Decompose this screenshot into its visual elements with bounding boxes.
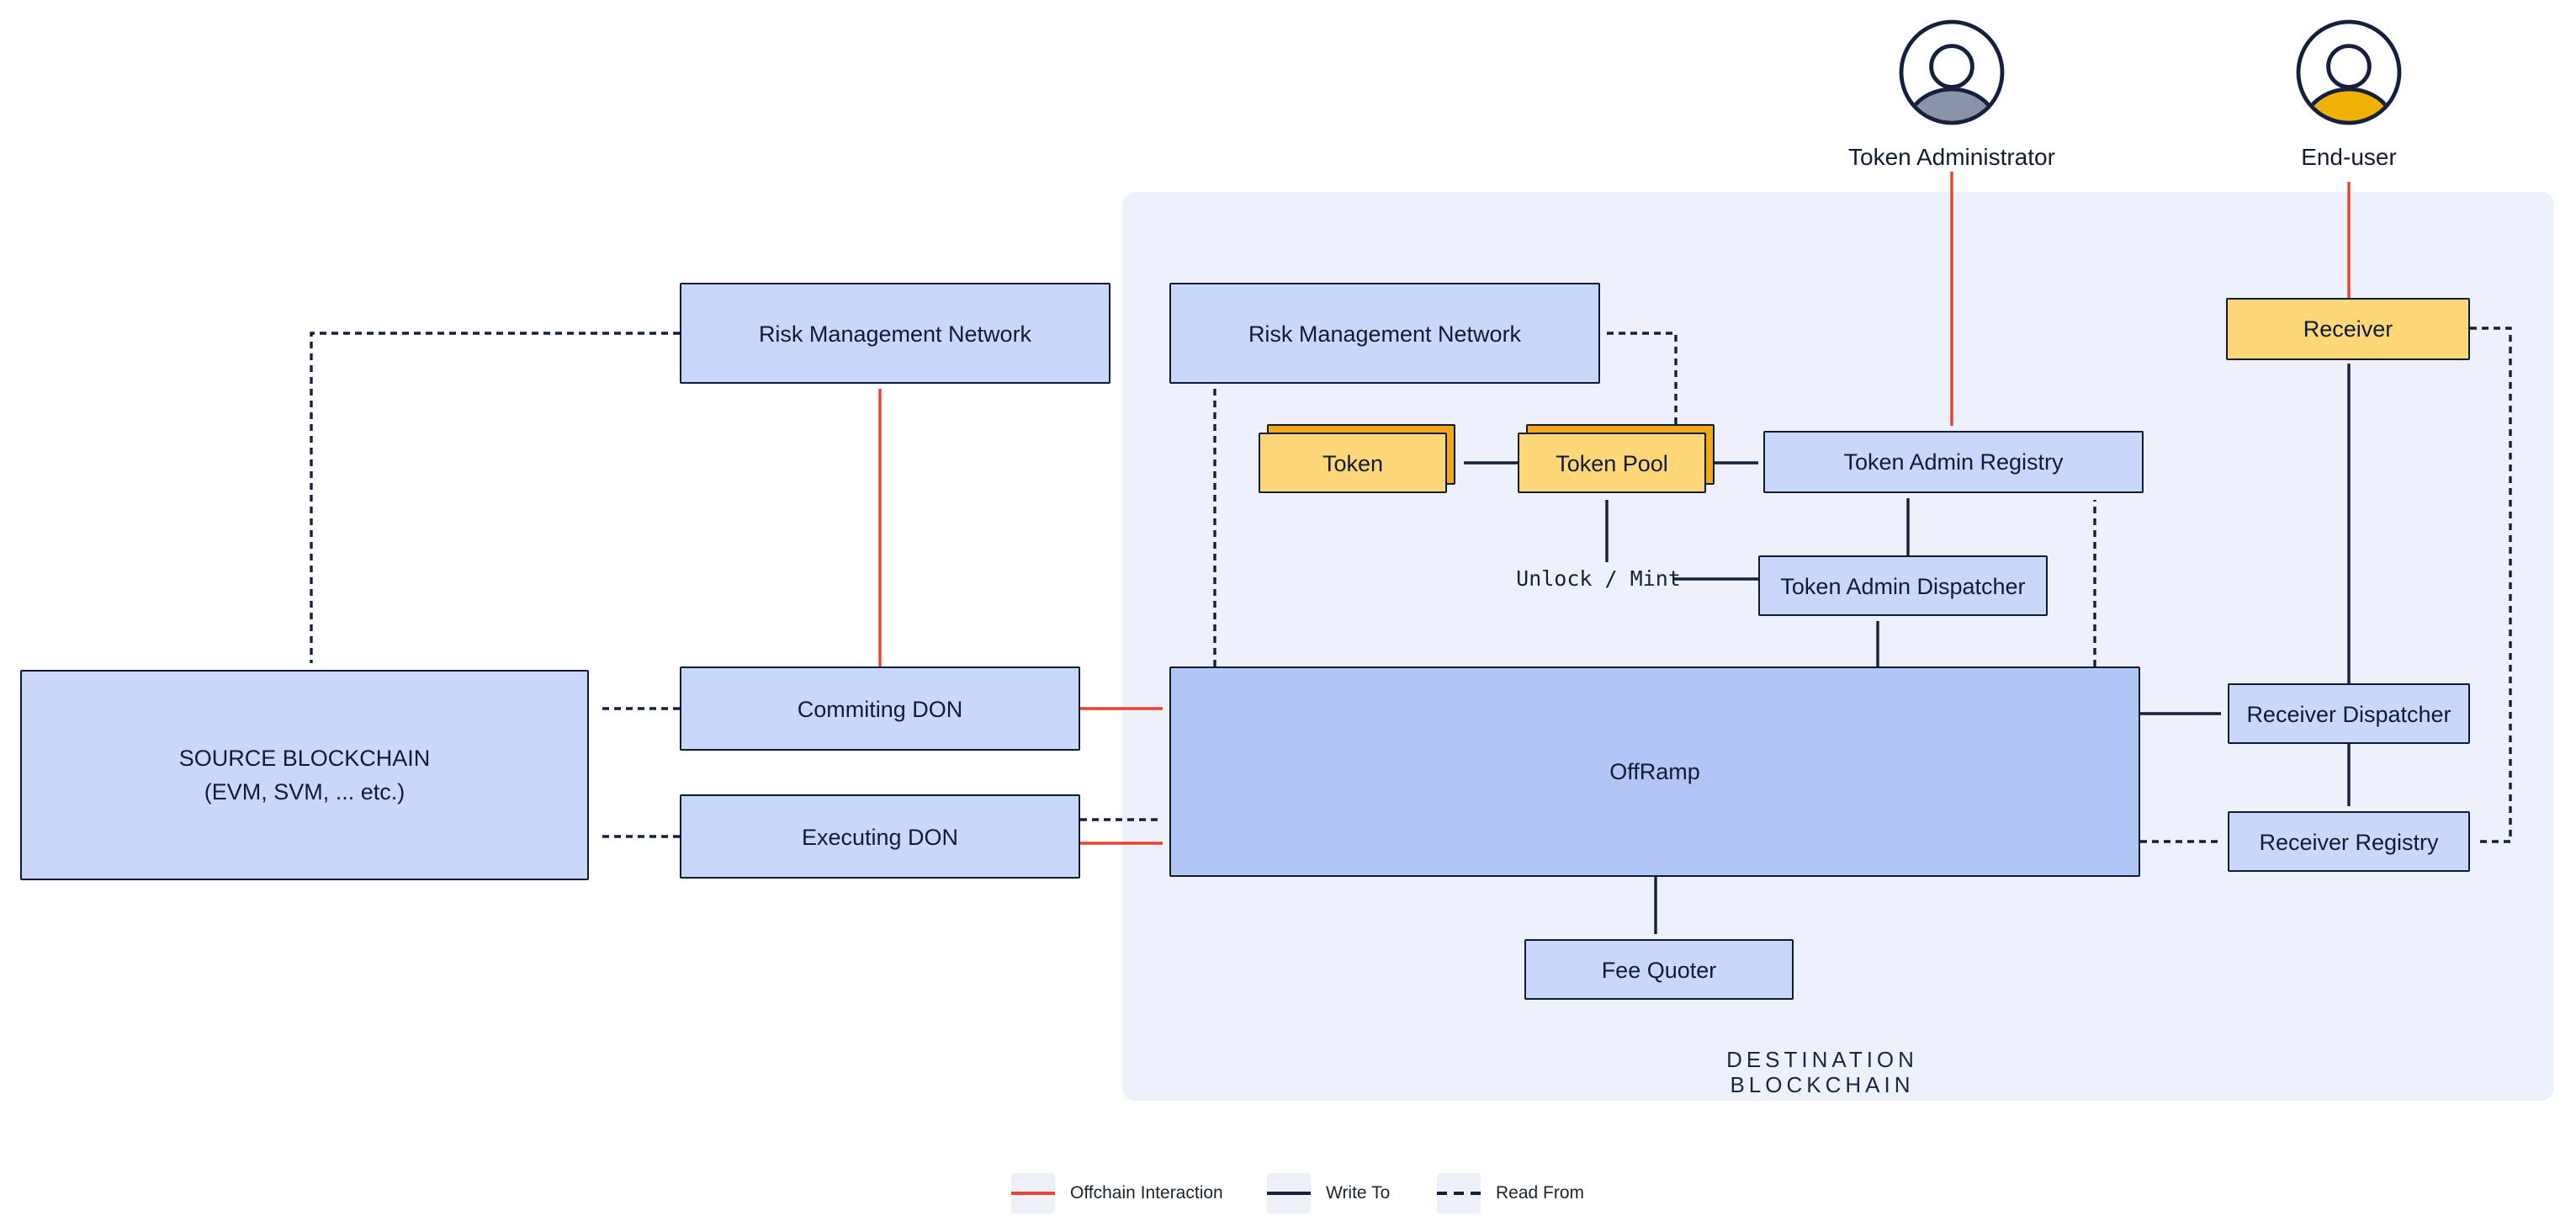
token-administrator-icon [1899, 19, 2005, 125]
legend-item-read-from: Read From [1437, 1173, 1584, 1213]
node-label: Risk Management Network [758, 321, 1032, 346]
legend-item-write-to: Write To [1267, 1173, 1390, 1213]
end-user-label: End-user [2301, 143, 2397, 170]
legend-write-label: Write To [1326, 1183, 1391, 1203]
source-blockchain-subtitle: (EVM, SVM, ... etc.) [204, 778, 405, 804]
legend-write-line-icon [1267, 1173, 1311, 1213]
node-token-admin-dispatcher: Token Admin Dispatcher [1758, 555, 2048, 616]
node-offramp: OffRamp [1169, 666, 2140, 877]
legend-offchain-line-icon [1011, 1173, 1055, 1213]
unlock-mint-annotation: Unlock / Mint [1516, 566, 1681, 591]
node-receiver-dispatcher: Receiver Dispatcher [2228, 683, 2470, 744]
node-label: OffRamp [1609, 759, 1700, 784]
node-executing-don: Executing DON [680, 794, 1080, 879]
node-label: Commiting DON [797, 696, 963, 721]
legend-read-label: Read From [1496, 1183, 1585, 1203]
node-fee-quoter: Fee Quoter [1524, 939, 1794, 1000]
legend-read-line-icon [1437, 1173, 1481, 1213]
edge-token-pool-reads-rmn-dest [1605, 332, 1678, 424]
node-receiver-registry: Receiver Registry [2228, 811, 2470, 872]
node-label: Token [1322, 450, 1384, 475]
node-label: Receiver Dispatcher [2246, 701, 2451, 726]
legend-offchain-label: Offchain Interaction [1070, 1183, 1223, 1203]
node-token-admin-registry: Token Admin Registry [1763, 431, 2144, 493]
destination-blockchain-label: DESTINATION BLOCKCHAIN [1726, 1047, 1918, 1097]
node-source-blockchain: SOURCE BLOCKCHAIN (EVM, SVM, ... etc.) [20, 670, 589, 880]
legend-item-offchain-interaction: Offchain Interaction [1011, 1173, 1223, 1213]
node-label: Risk Management Network [1248, 321, 1522, 346]
node-label: Receiver Registry [2259, 829, 2439, 854]
node-committing-don: Commiting DON [680, 666, 1080, 751]
node-label: Receiver [2303, 316, 2393, 342]
node-label: Token Admin Registry [1843, 449, 2064, 475]
node-risk-management-network-destination: Risk Management Network [1169, 283, 1600, 384]
node-label: Token Admin Dispatcher [1780, 573, 2026, 598]
token-administrator-label: Token Administrator [1848, 143, 2055, 170]
node-label: Token Pool [1556, 450, 1668, 475]
node-receiver: Receiver [2226, 298, 2470, 360]
edge-source-reads-rmn-source [310, 332, 680, 663]
node-token: Token [1259, 433, 1447, 493]
node-token-pool: Token Pool [1518, 433, 1706, 493]
node-risk-management-network-source: Risk Management Network [680, 283, 1110, 384]
end-user-icon [2296, 19, 2402, 125]
source-blockchain-title: SOURCE BLOCKCHAIN [178, 745, 431, 771]
node-label: Executing DON [801, 824, 959, 849]
edge-receiver-reads-receiver-registry [2470, 327, 2512, 843]
node-label: Fee Quoter [1601, 957, 1717, 982]
